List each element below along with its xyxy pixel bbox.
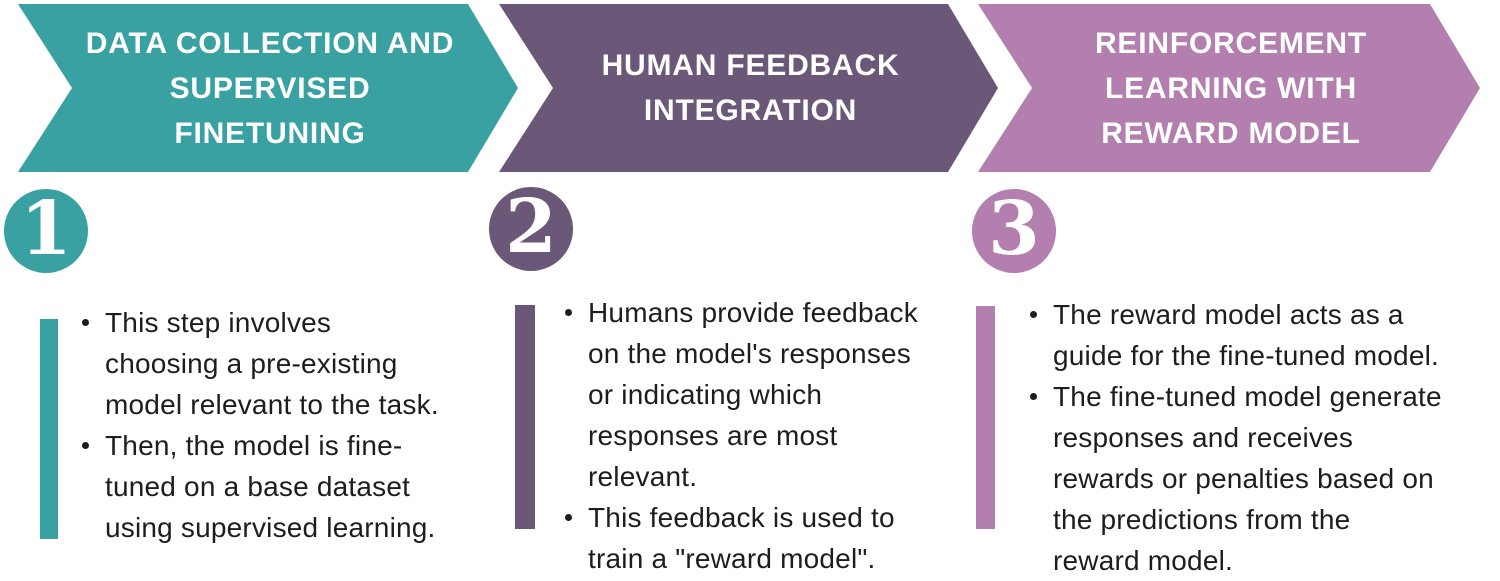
bullet-text: This step involves choosing a pre-existi… [105,307,439,420]
bullet-dot-icon [565,309,572,316]
bullet-text: Humans provide feedback on the model's r… [588,297,918,492]
list-item: Humans provide feedback on the model's r… [563,292,1003,497]
bullet-dot-icon [82,442,89,449]
list-item: The reward model acts as a guide for the… [1028,294,1500,376]
step-3-bullet-list: The reward model acts as a guide for the… [1028,294,1500,581]
step-2-arrow-banner: HUMAN FEEDBACK INTEGRATION [499,4,998,172]
step-1-number-badge: 1 [4,189,88,273]
step-3-accent-bar [976,306,995,529]
step-1-arrow-banner: DATA COLLECTION AND SUPERVISED FINETUNIN… [18,4,518,172]
step-3-title: REINFORCEMENT LEARNING WITH REWARD MODEL [1094,26,1368,150]
list-item: This step involves choosing a pre-existi… [80,302,520,425]
list-item: The fine-tuned model generate responses … [1028,376,1500,581]
bullet-dot-icon [1030,393,1037,400]
bullet-dot-icon [565,514,572,521]
step-2-number: 2 [505,184,557,270]
bullet-text: The reward model acts as a guide for the… [1053,299,1440,371]
bullet-text: The fine-tuned model generate responses … [1053,381,1442,576]
step-1-title: DATA COLLECTION AND SUPERVISED FINETUNIN… [85,26,455,150]
step-2-number-badge: 2 [489,187,573,271]
step-2-bullet-list: Humans provide feedback on the model's r… [563,292,1003,579]
list-item: Then, the model is fine- tuned on a base… [80,425,520,548]
step-3-number: 3 [988,186,1040,272]
step-1-accent-bar [40,319,58,539]
step-3-arrow-banner: REINFORCEMENT LEARNING WITH REWARD MODEL [978,4,1480,172]
step-1-bullet-list: This step involves choosing a pre-existi… [80,302,520,548]
bullet-dot-icon [82,319,89,326]
step-3-number-badge: 3 [972,189,1056,273]
step-2-accent-bar [515,305,535,529]
bullet-text: This feedback is used to train a "reward… [588,502,895,574]
bullet-text: Then, the model is fine- tuned on a base… [105,430,436,543]
step-1-number: 1 [20,186,72,272]
list-item: This feedback is used to train a "reward… [563,497,1003,579]
bullet-dot-icon [1030,311,1037,318]
step-2-title: HUMAN FEEDBACK INTEGRATION [601,49,900,127]
